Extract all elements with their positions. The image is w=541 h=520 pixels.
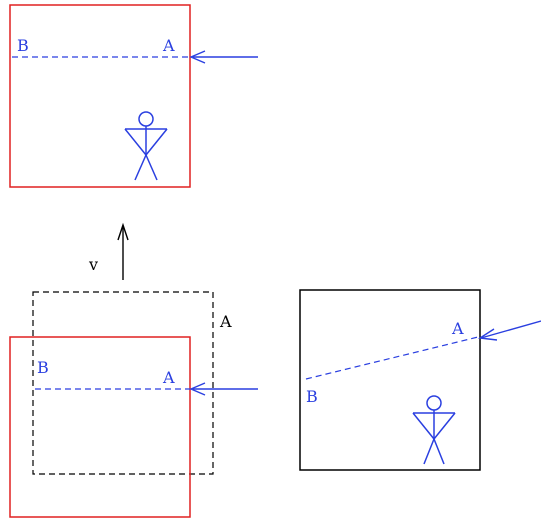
right-frame-box [299,289,481,471]
top-observer-figure-icon [124,111,168,181]
velocity-label: v [88,255,98,274]
right-panel: B A [299,289,541,471]
top-label-b: B [17,36,29,55]
top-panel: B A [9,4,258,188]
right-label-b: B [306,387,318,406]
right-light-path [305,336,479,380]
moved-frame-label-a: A [219,312,232,331]
bottom-left-label-a: A [162,368,175,387]
top-frame-box [9,4,191,188]
bottom-left-panel: A B A [9,291,258,518]
bottom-left-incoming-light-arrow [189,382,258,396]
right-observer-figure-icon [412,395,456,465]
moved-frame-box [32,291,214,475]
right-incoming-light-arrow [477,320,541,341]
right-label-a: A [451,319,464,338]
top-label-a: A [162,36,175,55]
velocity-indicator: v [88,222,129,280]
bottom-left-frame-box [9,336,191,518]
top-incoming-light-arrow [189,50,258,64]
bottom-left-label-b: B [37,358,49,377]
velocity-arrow-head-icon [117,222,129,241]
